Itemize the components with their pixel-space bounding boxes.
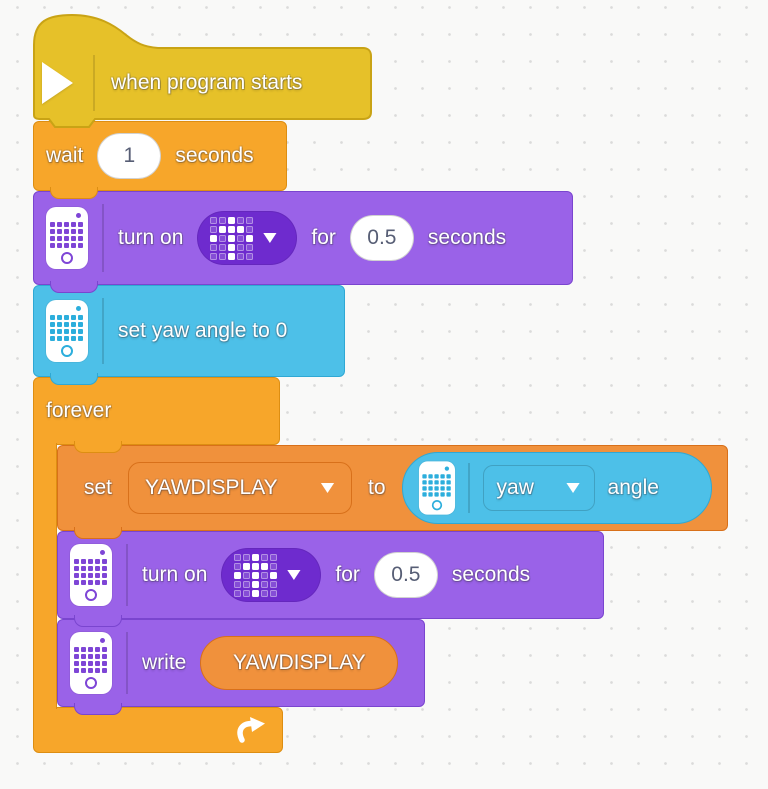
variable-name: YAWDISPLAY [145, 476, 278, 499]
seconds-label: seconds [427, 226, 507, 249]
yaw-option: yaw [496, 476, 534, 499]
when-program-starts-hat-shape[interactable] [32, 13, 373, 131]
matrix-pattern-dropdown[interactable] [197, 211, 298, 265]
wait-unit-label: seconds [175, 144, 254, 167]
wait-block[interactable]: wait 1 seconds [33, 121, 287, 199]
duration-input[interactable]: 0.5 [373, 552, 438, 598]
set-yaw-label: set yaw angle to 0 [118, 319, 288, 342]
block-bump [50, 373, 98, 385]
turn-on-block-2[interactable]: turn on for 0.5 seconds [57, 531, 604, 627]
block-bump [50, 187, 98, 199]
hub-device-icon [46, 207, 88, 269]
block-bump [74, 527, 122, 539]
angle-label: angle [607, 476, 659, 499]
yaw-angle-reporter[interactable]: yaw angle [401, 452, 712, 524]
hub-device-icon [46, 300, 88, 362]
variable-pill[interactable]: YAWDISPLAY [200, 636, 399, 690]
set-yaw-angle-block[interactable]: set yaw angle to 0 [33, 285, 345, 385]
when-program-starts-content[interactable]: when program starts [33, 49, 370, 117]
divider [467, 463, 470, 513]
seconds-label: seconds [451, 563, 531, 586]
yaw-option-dropdown[interactable]: yaw [482, 465, 595, 511]
for-label: for [335, 563, 360, 586]
turn-on-block-1[interactable]: turn on for 0.5 seconds [33, 191, 573, 293]
wait-duration-input[interactable]: 1 [97, 133, 162, 179]
turn-on-label: turn on [118, 226, 184, 249]
hub-device-icon [418, 461, 455, 515]
chevron-down-icon [566, 483, 580, 493]
chevron-down-icon [263, 233, 277, 243]
set-variable-block[interactable]: set YAWDISPLAY to yaw angle [57, 445, 728, 539]
wait-label: wait [46, 144, 84, 167]
block-bump [74, 441, 122, 453]
divider [102, 204, 104, 272]
forever-block-header[interactable]: forever [33, 377, 280, 453]
divider [102, 298, 104, 364]
block-bump [50, 281, 98, 293]
variable-name: YAWDISPLAY [233, 651, 366, 674]
forever-block-arm [33, 443, 57, 709]
write-label: write [142, 651, 187, 674]
chevron-down-icon [287, 570, 301, 580]
chevron-down-icon [320, 483, 335, 493]
duration-input[interactable]: 0.5 [349, 215, 414, 261]
loop-arrow-icon [237, 717, 265, 743]
matrix-up-arrow-icon [234, 553, 278, 597]
matrix-pattern-dropdown[interactable] [221, 548, 322, 602]
for-label: for [311, 226, 336, 249]
forever-label: forever [46, 399, 112, 422]
turn-on-label: turn on [142, 563, 208, 586]
forever-block-footer[interactable] [33, 707, 283, 753]
variable-dropdown[interactable]: YAWDISPLAY [128, 462, 353, 514]
divider [126, 544, 128, 606]
block-bump [74, 703, 122, 715]
set-label: set [84, 476, 113, 499]
hub-device-icon [70, 632, 112, 694]
divider [126, 632, 128, 694]
to-label: to [368, 476, 386, 499]
write-block[interactable]: write YAWDISPLAY [57, 619, 425, 715]
divider [93, 55, 95, 111]
hat-label: when program starts [111, 71, 303, 94]
hub-device-icon [70, 544, 112, 606]
play-triangle-icon [42, 62, 73, 104]
block-bump [74, 615, 122, 627]
matrix-up-arrow-icon [210, 216, 254, 260]
